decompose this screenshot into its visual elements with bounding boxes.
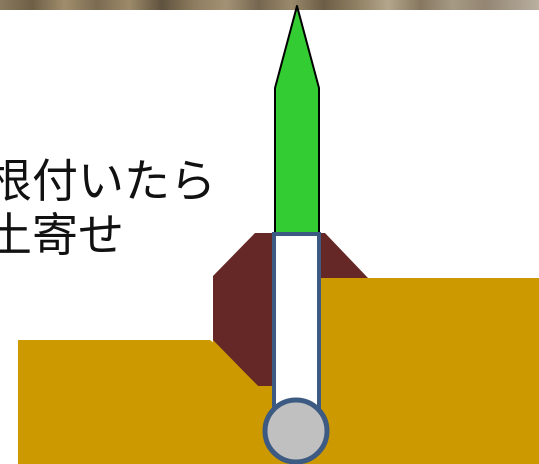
soil-mound — [18, 278, 539, 464]
stem-base-ball — [262, 397, 330, 464]
caption-line-1: 根付いたら — [0, 154, 216, 208]
stem-underground — [272, 232, 321, 426]
photo-edge-strip — [0, 0, 539, 10]
caption-line-2: 土寄せ — [0, 208, 124, 262]
soil-slope — [213, 340, 268, 400]
caption-text: 根付いたら 土寄せ — [0, 154, 216, 262]
sprout — [274, 5, 320, 237]
